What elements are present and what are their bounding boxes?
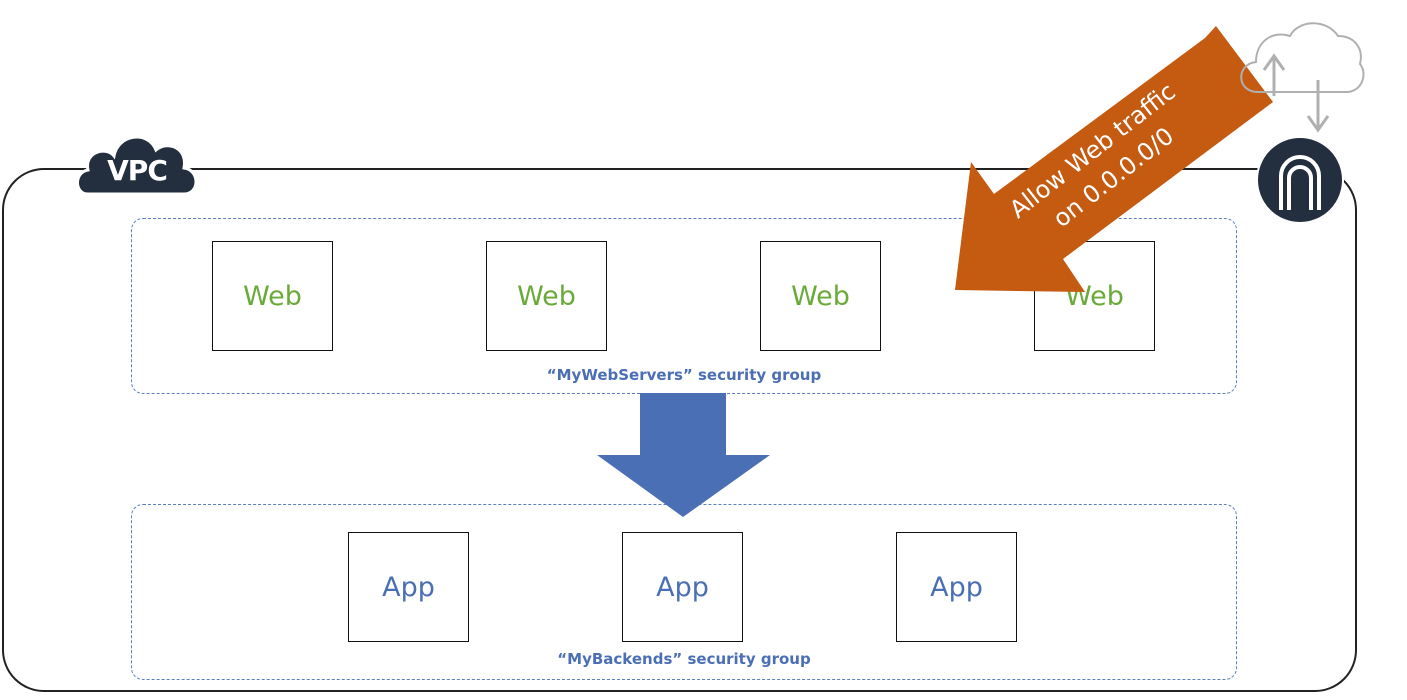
cloud-upload-download-icon <box>1240 22 1365 133</box>
web-server-node: Web <box>1034 241 1155 351</box>
web-security-group-caption: “MyWebServers” security group <box>546 366 822 384</box>
app-server-node: App <box>348 532 469 642</box>
app-server-node: App <box>896 532 1017 642</box>
web-server-node: Web <box>486 241 607 351</box>
backend-security-group-caption: “MyBackends” security group <box>557 650 811 668</box>
vpc-boundary <box>2 168 1357 692</box>
vpc-cloud-icon <box>76 135 198 196</box>
web-server-node: Web <box>760 241 881 351</box>
app-server-node: App <box>622 532 743 642</box>
vpc-label: VPC <box>107 154 168 187</box>
web-server-node: Web <box>212 241 333 351</box>
